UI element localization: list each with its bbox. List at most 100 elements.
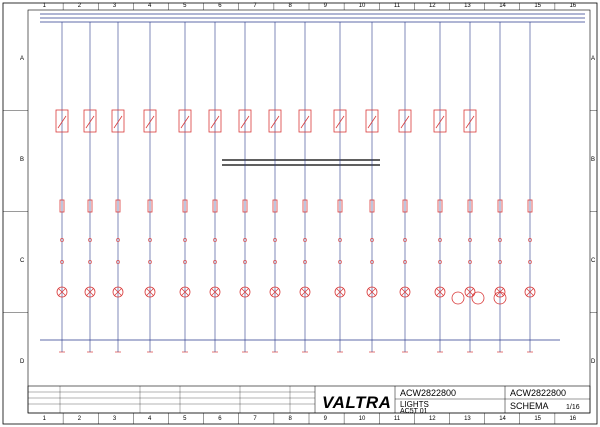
fuse-symbol xyxy=(115,199,121,213)
relay-contact xyxy=(85,115,95,129)
column-label-bottom: 5 xyxy=(183,416,187,422)
relay-contact xyxy=(210,115,220,129)
relay-symbol xyxy=(298,109,312,133)
column-label-bottom: 4 xyxy=(147,416,152,422)
connector-pin xyxy=(370,260,374,264)
fuse-symbol xyxy=(527,199,533,213)
connector-pin xyxy=(303,238,307,242)
row-label-left: A xyxy=(20,56,25,63)
lamp-cross xyxy=(181,288,189,296)
lamp-symbol xyxy=(179,286,191,298)
title-block-ruling xyxy=(28,386,315,413)
doc-type: SCHEMA xyxy=(510,401,549,411)
connector-pin xyxy=(60,238,64,242)
motor-symbol xyxy=(493,291,507,305)
connector-pin xyxy=(213,260,217,264)
column-label-top: 12 xyxy=(428,3,436,9)
connector-pin xyxy=(148,238,152,242)
fuse-symbol xyxy=(402,199,408,213)
connector-pin xyxy=(88,238,92,242)
fuse-symbol xyxy=(182,199,188,213)
connector-pin xyxy=(243,238,247,242)
relay-symbol xyxy=(333,109,347,133)
column-label-bottom: 14 xyxy=(499,416,506,422)
circuit-branches xyxy=(55,22,536,353)
lamp-cross xyxy=(58,288,66,296)
lamp-symbol xyxy=(299,286,311,298)
column-label-top: 15 xyxy=(534,3,541,9)
row-label-left: D xyxy=(20,358,25,365)
lamp-cross xyxy=(336,288,344,296)
row-label-left: B xyxy=(20,157,25,164)
lamp-symbol xyxy=(399,286,411,298)
connector-pin xyxy=(243,260,247,264)
column-label-top: 7 xyxy=(253,3,257,9)
fuse-symbol xyxy=(87,199,93,213)
column-label-top: 13 xyxy=(464,3,471,9)
column-label-bottom: 8 xyxy=(288,416,292,422)
column-label-bottom: 9 xyxy=(323,416,327,422)
motor-symbol xyxy=(451,291,465,305)
lamp-symbol xyxy=(112,286,124,298)
column-label-top: 6 xyxy=(218,3,222,9)
row-label-left: C xyxy=(20,257,25,264)
motor-symbol xyxy=(471,291,485,305)
column-label-bottom: 11 xyxy=(393,416,401,422)
connector-pin xyxy=(438,238,442,242)
lamp-cross xyxy=(301,288,309,296)
fuse-symbol xyxy=(437,199,443,213)
drawing-number-repeat: ACW2822800 xyxy=(510,388,567,398)
relay-contact xyxy=(335,115,345,129)
lamp-cross xyxy=(114,288,122,296)
lamp-cross xyxy=(401,288,409,296)
connector-pin xyxy=(88,260,92,264)
fuse-symbol xyxy=(59,199,65,213)
fuse-symbol xyxy=(272,199,278,213)
lamp-cross xyxy=(86,288,94,296)
fuse-symbol xyxy=(302,199,308,213)
lamp-cross xyxy=(436,288,444,296)
lamp-symbol xyxy=(494,286,506,298)
power-rails xyxy=(40,13,585,341)
relay-symbol xyxy=(365,109,379,133)
column-label-bottom: 3 xyxy=(112,416,117,422)
title-block-frame xyxy=(27,385,591,414)
lamp-symbol xyxy=(524,286,536,298)
lamp-cross xyxy=(146,288,154,296)
fuse-symbol xyxy=(369,199,375,213)
column-label-top: 14 xyxy=(499,3,506,9)
column-label-bottom: 7 xyxy=(253,416,257,422)
lamp-symbol xyxy=(144,286,156,298)
lamp-cross xyxy=(466,288,474,296)
relay-contact xyxy=(435,115,445,129)
connector-pin xyxy=(183,238,187,242)
column-label-top: 9 xyxy=(323,3,327,9)
connector-pin xyxy=(370,238,374,242)
relay-contact xyxy=(400,115,410,129)
connector-pin xyxy=(273,260,277,264)
lamp-cross xyxy=(526,288,534,296)
connector-pin xyxy=(60,260,64,264)
row-label-right: D xyxy=(591,358,596,365)
connector-pin xyxy=(403,260,407,264)
column-label-top: 8 xyxy=(288,3,292,9)
fuse-symbol xyxy=(212,199,218,213)
relay-symbol xyxy=(83,109,97,133)
relay-contact xyxy=(270,115,280,129)
column-label-top: 3 xyxy=(112,3,117,9)
connector-pin xyxy=(148,260,152,264)
drawing-title: LIGHTS xyxy=(400,400,429,409)
connector-pin xyxy=(403,238,407,242)
relay-contact xyxy=(145,115,155,129)
column-label-bottom: 6 xyxy=(218,416,222,422)
relay-contact xyxy=(465,115,475,129)
inner-frame xyxy=(27,9,591,414)
relay-symbol xyxy=(463,109,477,133)
column-label-bottom: 1 xyxy=(42,416,46,422)
connector-pin xyxy=(116,260,120,264)
relay-contact xyxy=(180,115,190,129)
row-label-right: B xyxy=(591,157,596,164)
column-label-top: 10 xyxy=(358,3,366,9)
